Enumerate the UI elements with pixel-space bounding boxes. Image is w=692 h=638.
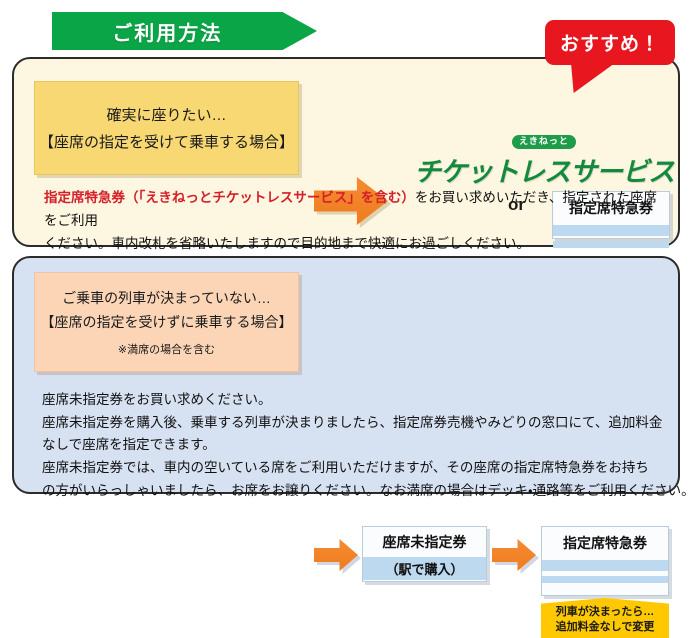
reserved-description-rest: をお買い求めいただき、指定された座席をご利用: [44, 190, 657, 229]
unreserved-case-note: ※満席の場合を含む: [117, 343, 216, 356]
unreserved-description-line3: なしで座席を指定できます。: [42, 437, 216, 453]
unreserved-description-line4: 座席未指定券では、車内の空いている席をご利用いただけますが、その座席の指定席特急…: [42, 460, 649, 476]
unassigned-seat-ticket-card: 座席未指定券 （駅で購入）: [362, 526, 487, 582]
ticket-subtitle: （駅で購入）: [363, 557, 486, 580]
ticket-title: 座席未指定券: [382, 534, 467, 550]
reserved-description: 指定席特急券（「えきねっとチケットレスサービス」を含む）をお買い求めいただき、指…: [44, 186, 662, 256]
recommended-badge-label: おすすめ！: [559, 34, 660, 55]
reserved-seat-panel: 確実に座りたい… 【座席の指定を受けて乗車する場合】 えきねっと チケットレスサ…: [12, 57, 680, 251]
reserved-description-line2: ください。車内改札を省略いたしますので目的地まで快適にお過ごしください。: [44, 236, 530, 252]
unreserved-case-line2: 【座席の指定を受けずに乗車する場合】: [40, 313, 293, 330]
reserved-case-line2: 【座席の指定を受けて乗車する場合】: [38, 134, 294, 151]
arrow-shape: [492, 539, 536, 571]
unreserved-seat-panel: ご乗車の列車が決まっていない… 【座席の指定を受けずに乗車する場合】 ※満席の場…: [12, 256, 692, 638]
ekinet-ticketless-logo: えきねっと チケットレスサービス: [410, 135, 678, 187]
ekinet-badge: えきねっと: [512, 135, 576, 149]
unreserved-case-line1: ご乗車の列車が決まっていない…: [62, 289, 271, 306]
change-note-line1: 列車が決まったら…: [555, 606, 655, 619]
reserved-description-highlight: 指定席特急券（「えきねっとチケットレスサービス」を含む）: [44, 190, 415, 205]
ticket-band-secondary: [553, 241, 669, 248]
reserved-express-ticket-card: 指定席特急券: [552, 191, 670, 248]
change-note-line2: 追加料金なしで変更: [555, 621, 655, 633]
ticket-title: 指定席特急券: [563, 535, 647, 551]
unreserved-description-line2: 座席未指定券を購入後、乗車する列車が決まりましたら、指定席券売機やみどりの窓口に…: [42, 414, 663, 430]
ticket-band: [542, 560, 668, 571]
unreserved-case-box: ご乗車の列車が決まっていない… 【座席の指定を受けずに乗車する場合】 ※満席の場…: [34, 272, 299, 372]
reserved-case-line1: 確実に座りたい…: [106, 107, 227, 124]
ticket-title: 指定席特急券: [569, 200, 653, 216]
reserved-case-box: 確実に座りたい… 【座席の指定を受けて乗車する場合】: [34, 81, 299, 175]
or-label: or: [508, 195, 525, 214]
right-arrow-icon: [314, 177, 388, 225]
section-header-banner: ご利用方法: [52, 12, 317, 50]
recommended-badge: おすすめ！: [545, 20, 675, 93]
unreserved-description-line1: 座席未指定券をお買い求めください。: [42, 392, 272, 407]
ticket-band-secondary: [542, 576, 668, 583]
right-arrow-icon-step2: [492, 539, 536, 571]
reserved-express-ticket-card-step: 指定席特急券: [541, 526, 669, 596]
unreserved-description-line5: の方がいらっしゃいましたら、お席をお譲りください。なお満席の場合はデッキ・通路等…: [42, 482, 692, 498]
ticket-band: [553, 225, 669, 236]
banner-arrow-shape: [52, 12, 317, 50]
page-title: ご利用方法: [112, 22, 223, 45]
change-note-flag: 列車が決まったら… 追加料金なしで変更: [541, 598, 669, 638]
ticketless-service-wordmark: チケットレスサービス: [414, 156, 675, 187]
unreserved-description: 座席未指定券をお買い求めください。 座席未指定券を購入後、乗車する列車が決まりま…: [42, 389, 692, 502]
right-arrow-icon-step1: [314, 539, 358, 571]
arrow-shape: [314, 539, 358, 571]
